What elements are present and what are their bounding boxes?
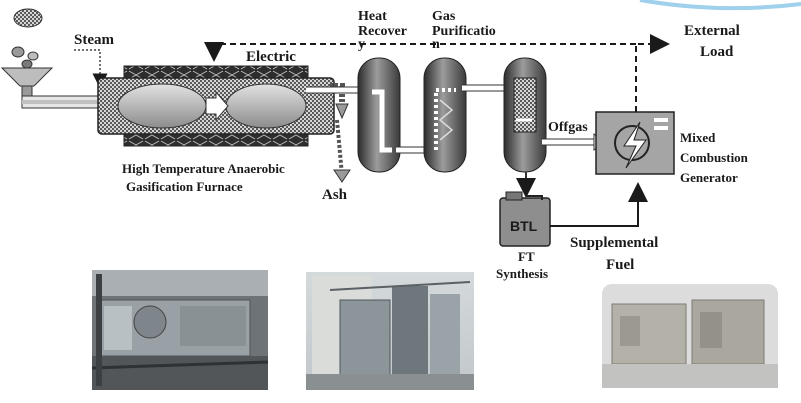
- photo-generator: [602, 284, 778, 388]
- hopper-icon: [0, 67, 54, 101]
- gas-purification-label-3: n: [432, 37, 440, 52]
- heat-recovery-label-2: Recover: [358, 24, 407, 39]
- mixed-combustion-label-1: Mixed: [680, 130, 716, 145]
- decorative-arc: [639, 0, 801, 11]
- external-load-label-2: Load: [700, 44, 734, 60]
- feed-pipe: [21, 95, 103, 109]
- btl-label: BTL: [510, 218, 538, 234]
- heat-recovery-label-3: y: [358, 37, 365, 52]
- mixed-combustion-label-2: Combustion: [680, 150, 748, 165]
- photo-gas-purification: [306, 272, 474, 390]
- gas-purification-label-2: Purificatio: [432, 24, 496, 39]
- gas-purification-label-1: Gas: [432, 9, 456, 24]
- jerrycan-icon: [499, 191, 551, 247]
- supplemental-fuel-label-1: Supplemental: [570, 235, 659, 251]
- electric-return-line: [204, 42, 636, 62]
- ash-outlet: [330, 83, 351, 183]
- feedstock-blob-icon: [13, 8, 43, 28]
- supplemental-fuel-line: [550, 182, 648, 227]
- steam-line: [74, 49, 108, 89]
- external-load-label-1: External: [684, 23, 740, 39]
- gas-purification-tank: [423, 57, 467, 173]
- heat-recovery-label-1: Heat: [358, 9, 387, 24]
- mixed-combustion-generator: [595, 111, 675, 175]
- ash-label: Ash: [322, 187, 348, 203]
- mixed-combustion-label-3: Generator: [680, 170, 738, 185]
- external-load-line: [635, 34, 670, 112]
- ft-synthesis-label-1: FT: [518, 249, 535, 264]
- heat-recovery-tank: [357, 57, 401, 173]
- offgas-pipe-outline: [542, 138, 594, 146]
- furnace-label-1: High Temperature Anaerobic: [122, 161, 285, 176]
- feedstock-chips-icon: [11, 46, 39, 69]
- electric-label: Electric: [246, 49, 296, 65]
- ft-synthesis-label-2: Synthesis: [496, 266, 549, 281]
- photo-furnace: [91, 270, 269, 390]
- lightning-bolt-icon: [623, 121, 647, 169]
- syngas-pipe-3-outline: [462, 84, 508, 92]
- furnace-label-2: Gasification Furnace: [126, 179, 243, 194]
- steam-label: Steam: [74, 32, 114, 48]
- offgas-label: Offgas: [548, 120, 588, 135]
- gasification-furnace: [97, 65, 335, 147]
- ft-reactor-tank: [503, 57, 547, 173]
- supplemental-fuel-label-2: Fuel: [606, 257, 635, 273]
